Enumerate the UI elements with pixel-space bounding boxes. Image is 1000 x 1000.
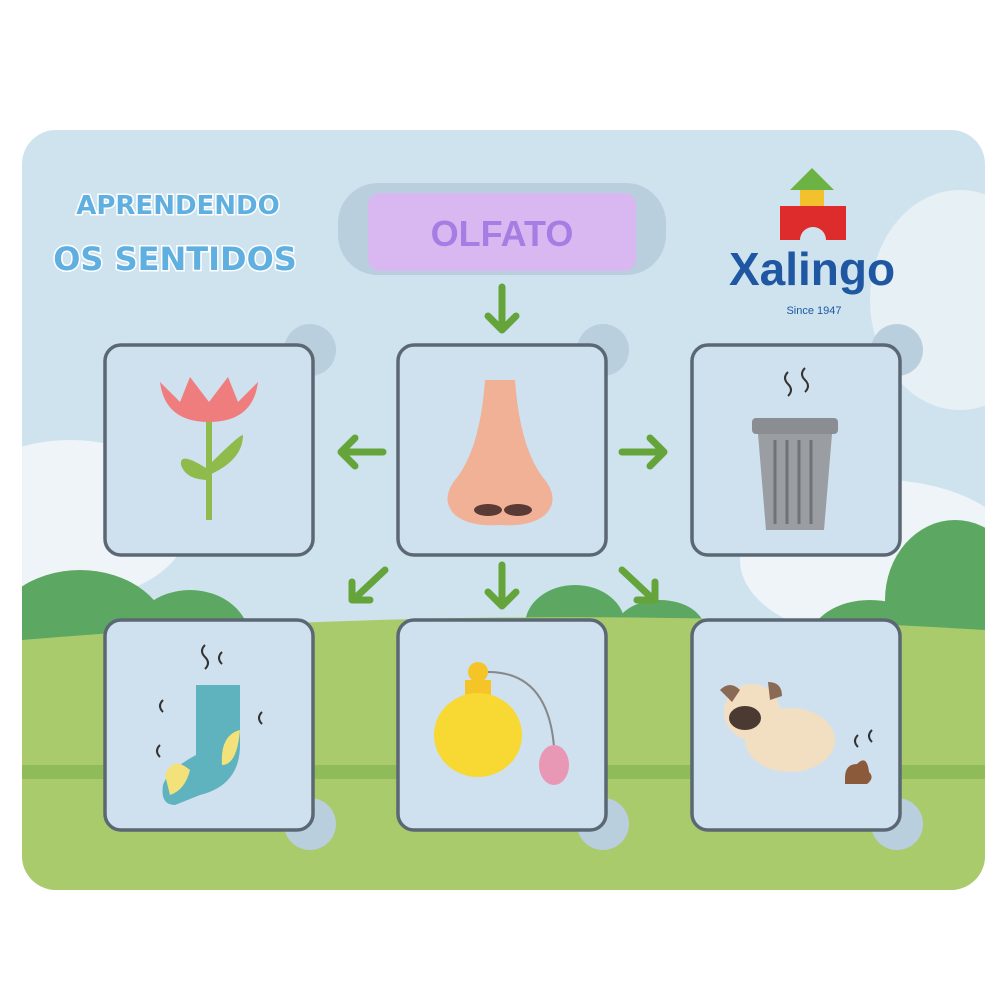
poop-icon xyxy=(845,760,872,784)
arrow-left-icon xyxy=(337,434,387,470)
sense-label-piece[interactable] xyxy=(368,193,636,271)
tile-flower[interactable] xyxy=(103,343,315,557)
xalingo-logo: Xalingo Since 1947 xyxy=(729,168,895,317)
tile-perfume[interactable] xyxy=(396,618,608,832)
arrow-right-icon xyxy=(618,434,668,470)
tile-dog-poop[interactable] xyxy=(690,618,902,832)
arrow-down-right-icon xyxy=(618,566,659,604)
arrow-down-icon xyxy=(484,561,520,610)
flower-icon xyxy=(160,377,258,422)
svg-text:Since 1947: Since 1947 xyxy=(786,305,841,317)
svg-text:Xalingo: Xalingo xyxy=(729,243,895,295)
nose-icon xyxy=(447,380,553,526)
arrow-down-icon xyxy=(484,283,520,334)
svg-text:APRENDENDO: APRENDENDO xyxy=(76,191,280,221)
trash-can-icon xyxy=(758,434,832,530)
sense-label: OLFATO xyxy=(431,213,574,254)
tile-nose[interactable] xyxy=(396,343,608,557)
perfume-bottle-icon xyxy=(434,693,522,777)
svg-text:OS SENTIDOS: OS SENTIDOS xyxy=(53,240,297,278)
tile-smelly-sock[interactable] xyxy=(103,618,315,832)
tile-trash-can[interactable] xyxy=(690,343,902,557)
aprendendo-os-sentidos-logo: APRENDENDO OS SENTIDOS xyxy=(52,190,299,280)
arrows xyxy=(337,283,668,610)
arrow-down-left-icon xyxy=(348,566,389,604)
